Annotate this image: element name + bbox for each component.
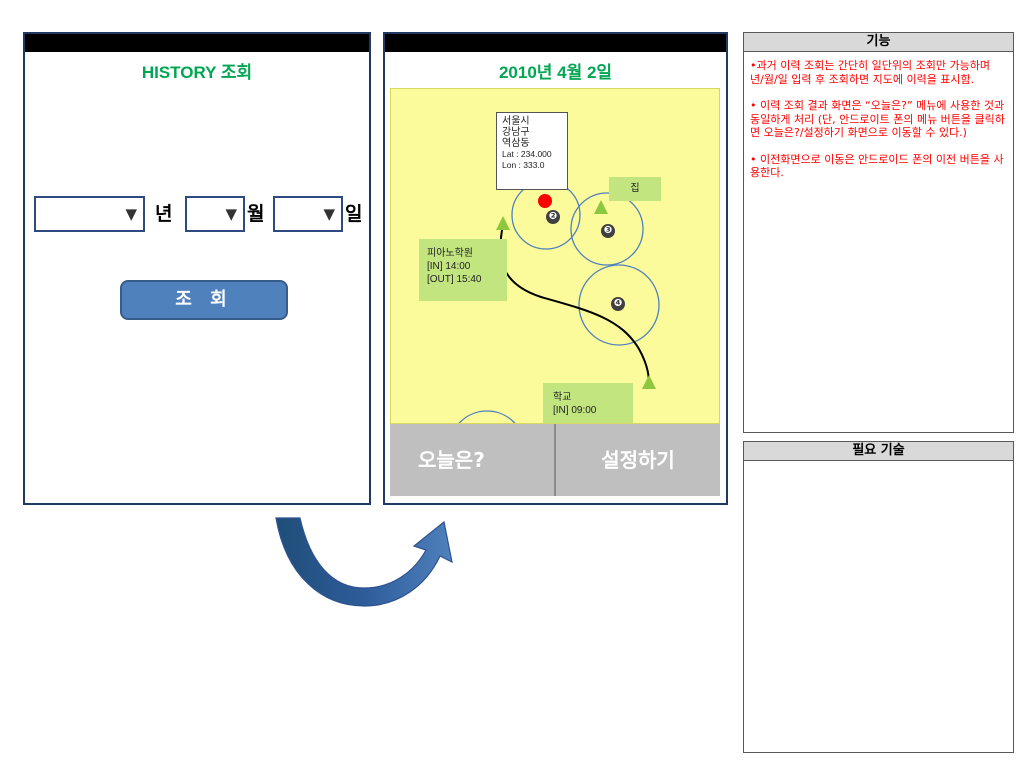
school-marker-icon [642,375,656,389]
marker-4-icon: ❹ [611,297,625,311]
current-location-dot [538,194,552,208]
day-dropdown[interactable]: ▼ [273,196,343,232]
piano-marker-icon [496,216,510,230]
home-marker-icon [594,200,608,214]
month-dropdown[interactable]: ▼ [185,196,245,232]
address-city: 서울시 [502,116,530,127]
skills-panel: 필요 기술 [743,441,1014,753]
day-label: 일 [345,203,363,225]
address-tooltip: 서울시 강남구 역삼동 Lat : 234.000 Lon : 333.0 [496,112,568,190]
status-bar [385,34,726,52]
address-dong: 역삼동 [502,138,530,149]
year-label: 년 [155,203,173,225]
piano-out-time: [OUT] 15:40 [427,274,482,285]
home-label: 집 [630,183,640,194]
marker-3-icon: ❸ [601,224,615,238]
chevron-down-icon: ▼ [225,205,237,223]
piano-in-time: [IN] 14:00 [427,261,471,272]
piano-name: 피아노학원 [427,248,473,259]
transition-arrow-icon [275,517,453,607]
chevron-down-icon: ▼ [125,205,137,223]
address-lon: Lon : 333.0 [502,160,545,170]
feature-item-1: •과거 이력 조회는 간단히 일단위의 조회만 가능하며 년/월/일 입력 후 … [750,59,990,86]
status-bar [25,34,369,52]
history-map[interactable]: ❷ ❸ ❹ 서울시 강남구 역삼동 Lat : 234.000 Lon : 33… [390,88,720,424]
history-screen: HISTORY 조회 ▼ 년 ▼ 월 ▼ 일 [23,32,371,505]
bottom-menu: 오늘은? 설정하기 [390,424,720,496]
skills-panel-title: 필요 기술 [744,442,1013,461]
settings-button[interactable]: 설정하기 [601,448,675,472]
feature-item-2: • 이력 조회 결과 화면은 “오늘은?” 메뉴에 사용한 것과 동일하게 처리… [750,99,1005,139]
school-in-time: [IN] 09:00 [553,405,597,416]
location-circle-4 [578,264,660,346]
features-panel-title: 기능 [744,33,1013,52]
chevron-down-icon: ▼ [323,205,335,223]
today-button[interactable]: 오늘은? [390,424,556,496]
location-circle-partial [458,410,516,423]
year-dropdown[interactable]: ▼ [34,196,145,232]
address-district: 강남구 [502,127,530,138]
history-title: HISTORY 조회 [141,63,253,82]
features-list: •과거 이력 조회는 간단히 일단위의 조회만 가능하며 년/월/일 입력 후 … [750,59,1007,193]
piano-callout: 피아노학원 [IN] 14:00 [OUT] 15:40 [419,239,507,301]
school-callout: 학교 [IN] 09:00 [543,383,633,423]
address-lat: Lat : 234.000 [502,149,552,159]
query-button[interactable]: 조 회 [120,280,288,320]
school-name: 학교 [553,392,572,403]
location-circle-3 [570,192,644,266]
map-date-title: 2010년 4월 2일 [498,63,613,82]
feature-item-3: • 이전화면으로 이동은 안드로이드 폰의 이전 버튼을 사용한다. [750,152,1004,180]
marker-2-icon: ❷ [546,210,560,224]
features-panel: 기능 •과거 이력 조회는 간단히 일단위의 조회만 가능하며 년/월/일 입력… [743,32,1014,433]
route-path [499,224,650,385]
home-callout: 집 [609,177,661,201]
month-label: 월 [247,203,265,225]
